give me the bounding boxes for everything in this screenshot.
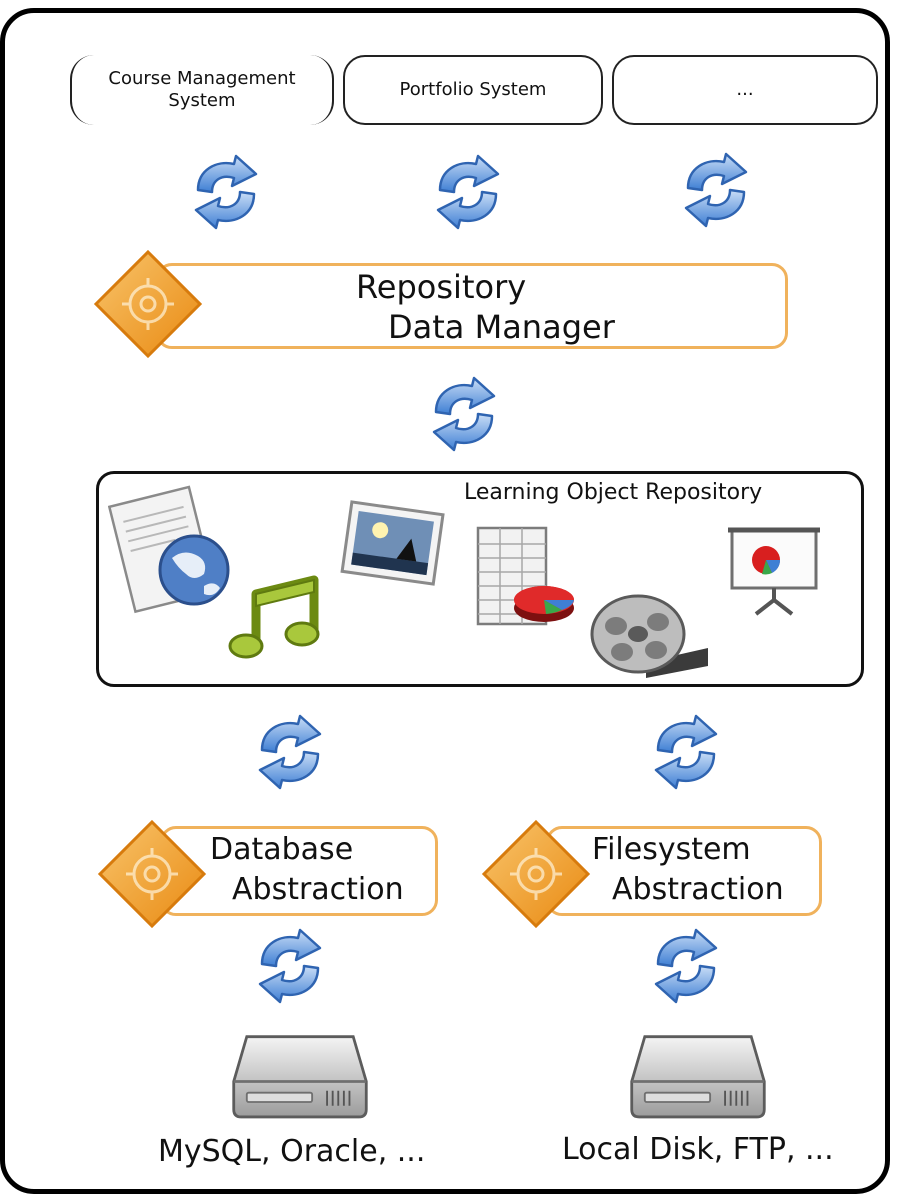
portfolio-system-label: Portfolio System bbox=[399, 79, 547, 100]
filesystem-abstraction-label-line1: Filesystem bbox=[592, 832, 751, 867]
database-abstraction-box bbox=[160, 826, 438, 916]
sync-icon bbox=[676, 150, 756, 230]
filesystem-abstraction-label-line2: Abstraction bbox=[612, 872, 784, 907]
sync-icon bbox=[428, 152, 508, 232]
sync-icon bbox=[646, 712, 726, 792]
image-icon bbox=[340, 500, 445, 586]
database-abstraction-label-line1: Database bbox=[210, 832, 354, 867]
other-system-box: ... bbox=[612, 55, 878, 125]
database-abstraction-label-line2: Abstraction bbox=[232, 872, 404, 907]
filesystem-backends-label: Local Disk, FTP, ... bbox=[562, 1132, 834, 1167]
repository-data-manager-gear-icon bbox=[92, 248, 204, 360]
sync-icon bbox=[646, 926, 726, 1006]
filesystem-hard-disk-icon bbox=[628, 1026, 768, 1122]
database-backends-label: MySQL, Oracle, ... bbox=[158, 1134, 426, 1169]
music-note-icon bbox=[228, 575, 320, 659]
sync-icon bbox=[424, 374, 504, 454]
sync-icon bbox=[186, 152, 266, 232]
course-management-system-box: Course Management System bbox=[70, 55, 334, 125]
filesystem-abstraction-gear-icon bbox=[480, 818, 592, 930]
database-abstraction-gear-icon bbox=[96, 818, 208, 930]
database-hard-disk-icon bbox=[230, 1026, 370, 1122]
sync-icon bbox=[250, 712, 330, 792]
course-management-system-label: Course Management System bbox=[108, 68, 296, 111]
spreadsheet-chart-icon bbox=[476, 526, 574, 626]
other-system-label: ... bbox=[736, 79, 754, 100]
filesystem-abstraction-box bbox=[546, 826, 822, 916]
learning-object-repository-title: Learning Object Repository bbox=[464, 480, 763, 505]
repository-data-manager-label-line1: Repository bbox=[356, 268, 527, 306]
sync-icon bbox=[250, 926, 330, 1006]
repository-data-manager-box bbox=[156, 263, 788, 349]
video-reel-icon bbox=[590, 594, 708, 678]
repository-data-manager-label-line2: Data Manager bbox=[388, 308, 615, 346]
portfolio-system-box: Portfolio System bbox=[343, 55, 603, 125]
web-document-icon bbox=[108, 485, 230, 614]
presentation-icon bbox=[728, 527, 820, 616]
diagram-frame bbox=[0, 8, 890, 1194]
